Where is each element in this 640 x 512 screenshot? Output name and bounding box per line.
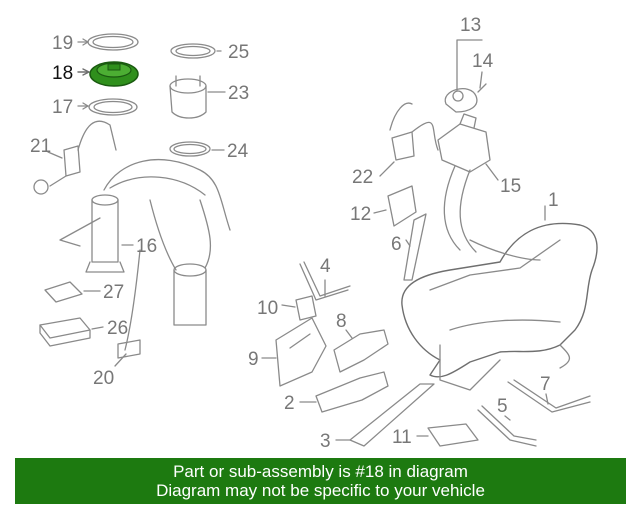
banner-line-disclaimer: Diagram may not be specific to your vehi… (156, 481, 485, 500)
part-24-seal-ring[interactable] (169, 141, 211, 157)
part-22-bracket[interactable] (389, 102, 439, 161)
part-19-lock-ring[interactable] (87, 33, 139, 51)
callout-17[interactable]: 17 (52, 97, 73, 118)
callout-25[interactable]: 25 (228, 42, 249, 63)
callout-16[interactable]: 16 (136, 236, 157, 257)
callout-2[interactable]: 2 (284, 393, 295, 414)
callout-21[interactable]: 21 (30, 136, 51, 157)
part-1-fuel-tank[interactable] (401, 222, 598, 391)
part-15-filler-neck[interactable] (437, 113, 491, 253)
part-23-pump-flange[interactable] (169, 75, 207, 119)
callout-23[interactable]: 23 (228, 83, 249, 104)
callout-13[interactable]: 13 (460, 15, 481, 36)
callout-8[interactable]: 8 (336, 311, 347, 332)
part-17-seal[interactable] (88, 98, 138, 116)
callout-9[interactable]: 9 (248, 349, 259, 370)
callout-20[interactable]: 20 (93, 368, 114, 389)
part-5-strap[interactable] (477, 405, 537, 447)
part-26-control-module[interactable] (39, 317, 91, 347)
part-21-level-sensor[interactable] (33, 120, 117, 195)
callout-15[interactable]: 15 (500, 176, 521, 197)
part-2-heat-shield[interactable] (315, 371, 389, 413)
part-6-strap[interactable] (403, 213, 427, 281)
info-banner: Part or sub-assembly is #18 in diagram D… (15, 458, 626, 504)
callout-11[interactable]: 11 (392, 427, 412, 448)
callout-18-highlighted[interactable]: 18 (52, 63, 73, 84)
part-14-clip[interactable] (477, 83, 487, 93)
part-4-bracket[interactable] (299, 261, 351, 301)
callout-24[interactable]: 24 (227, 141, 249, 162)
fuel-system-parts-diagram: 19 18 17 21 16 25 23 24 27 26 20 13 14 1… (30, 15, 598, 452)
part-27-bracket[interactable] (44, 281, 83, 303)
callout-19[interactable]: 19 (52, 33, 73, 54)
banner-line-part-number: Part or sub-assembly is #18 in diagram (173, 462, 468, 481)
part-13-valve-assembly[interactable] (444, 88, 478, 113)
callout-6[interactable]: 6 (391, 234, 402, 255)
callout-3[interactable]: 3 (320, 431, 331, 452)
callout-12[interactable]: 12 (350, 204, 371, 225)
callout-labels: 19 18 17 21 16 25 23 24 27 26 20 13 14 1… (30, 15, 559, 452)
part-7-strap[interactable] (507, 379, 591, 413)
part-20-connector[interactable] (117, 339, 141, 359)
secondary-pump-assembly (124, 199, 212, 351)
callout-7[interactable]: 7 (540, 374, 551, 395)
callout-27[interactable]: 27 (103, 282, 124, 303)
leader-lines (47, 38, 549, 441)
part-11-shield[interactable] (427, 423, 479, 447)
callout-1[interactable]: 1 (548, 190, 559, 211)
callout-5[interactable]: 5 (497, 396, 508, 417)
part-9-heat-shield[interactable] (275, 317, 327, 387)
part-18-cover-highlighted[interactable] (89, 61, 139, 87)
part-10-clip[interactable] (295, 295, 317, 321)
part-25-seal-ring[interactable] (170, 43, 216, 59)
callout-10[interactable]: 10 (257, 298, 278, 319)
part-3-brace[interactable] (349, 383, 435, 447)
callout-22[interactable]: 22 (352, 167, 373, 188)
callout-14[interactable]: 14 (472, 51, 494, 72)
part-12-bracket[interactable] (387, 185, 417, 227)
callout-4[interactable]: 4 (320, 256, 331, 277)
part-16-fuel-pump-module[interactable] (59, 158, 231, 273)
part-8-heat-shield[interactable] (333, 329, 389, 373)
callout-26[interactable]: 26 (107, 318, 128, 339)
